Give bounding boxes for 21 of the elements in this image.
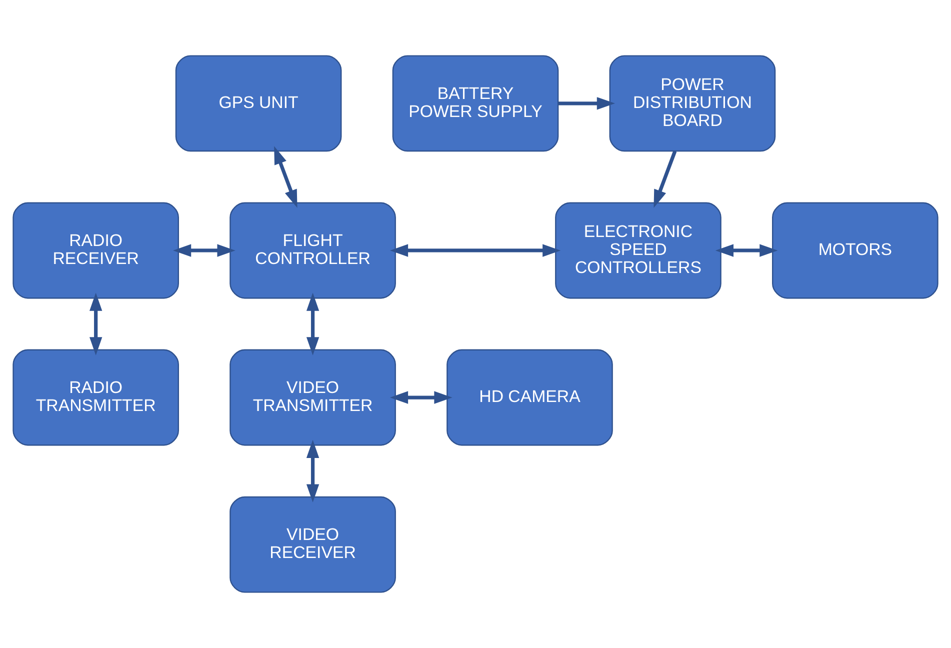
- node-box: FLIGHT CONTROLLER: [230, 202, 396, 299]
- arrow: [715, 244, 778, 257]
- arrow: [306, 292, 320, 356]
- node-box: HD CAMERA: [446, 349, 613, 446]
- arrow: [274, 146, 298, 208]
- arrow: [390, 391, 452, 404]
- node-box: RADIO TRANSMITTER: [12, 349, 179, 446]
- node-box: POWER DISTRIBUTION BOARD: [609, 55, 776, 152]
- arrow: [558, 97, 616, 110]
- arrow: [390, 244, 561, 257]
- node-box: RADIO RECEIVER: [12, 202, 179, 299]
- node-box: BATTERY POWER SUPPLY: [392, 55, 559, 152]
- node-box: GPS UNIT: [175, 55, 342, 152]
- node-box: ELECTRONIC SPEED CONTROLLERS: [555, 202, 722, 299]
- arrow: [172, 244, 236, 257]
- arrow: [306, 440, 320, 502]
- arrow: [89, 292, 102, 356]
- arrow: [654, 150, 677, 208]
- node-box: VIDEO TRANSMITTER: [230, 349, 396, 446]
- node-box: VIDEO RECEIVER: [230, 496, 396, 593]
- node-box: MOTORS: [772, 202, 938, 299]
